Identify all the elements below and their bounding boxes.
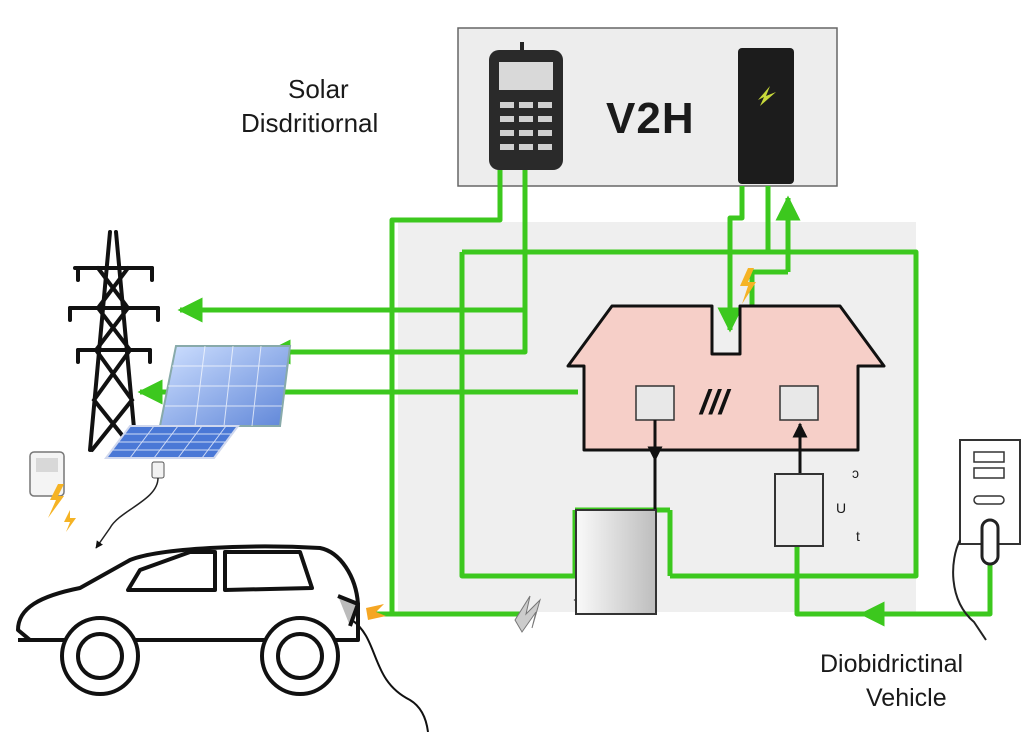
- vehicle-label-line1: Diobidrictinal: [820, 650, 964, 678]
- house-outlet-right: [779, 385, 819, 421]
- plug-icon: [95, 461, 165, 549]
- home-meter-icon: [29, 451, 76, 532]
- v2h-title: V2H: [606, 94, 695, 143]
- car-port-spark: [366, 604, 386, 620]
- solar-label-line1: Solar: [288, 74, 349, 104]
- solar-panel-icon: [104, 345, 292, 459]
- controller-device-icon: [489, 42, 563, 170]
- connector-spark-icon: [514, 595, 542, 633]
- battery-storage-box: [575, 509, 657, 615]
- house-icon: ///: [566, 304, 886, 452]
- vehicle-label-line2: Vehicle: [866, 684, 947, 712]
- meter-box: [774, 473, 824, 547]
- electric-car-icon: [16, 544, 429, 732]
- meter-mark-1: ɔ: [852, 465, 859, 481]
- lightning-icon: [740, 268, 756, 304]
- solar-label-line2: Disdritiornal: [241, 108, 379, 138]
- house-outlet-left: [635, 385, 675, 421]
- transmission-tower-icon: [68, 230, 160, 452]
- meter-mark-3: t: [856, 528, 860, 544]
- house-mark: ///: [698, 384, 732, 422]
- charging-station-icon: [952, 439, 1021, 641]
- meter-mark-2: U: [836, 500, 847, 516]
- inverter-device-icon: [738, 48, 794, 184]
